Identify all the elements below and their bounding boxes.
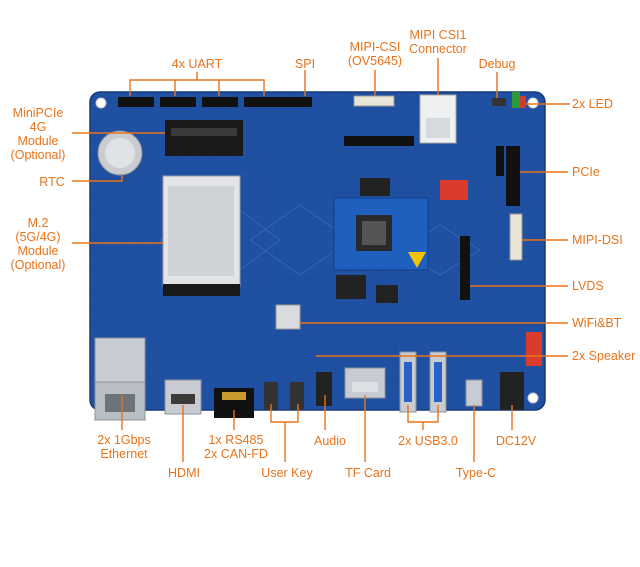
label-user-key: User Key: [261, 466, 313, 480]
type-c-port: [465, 379, 483, 407]
som-module: [333, 197, 429, 271]
label-led: 2x LED: [572, 97, 613, 111]
label-wifi-bt: WiFi&BT: [572, 316, 622, 330]
dc-jack: [500, 372, 524, 410]
chip: [376, 285, 398, 303]
label-m2: M.2(5G/4G) Module(Optional): [10, 216, 66, 272]
dip-switch: [440, 180, 468, 200]
debug-header: [492, 98, 506, 106]
led-pair: [512, 92, 526, 108]
pcb-board: [89, 91, 546, 411]
label-tf-card: TF Card: [345, 466, 391, 480]
lvds-header: [460, 236, 470, 300]
hdmi-port: [164, 379, 202, 415]
label-mipi-dsi: MIPI-DSI: [572, 233, 623, 247]
label-spi: SPI: [294, 57, 316, 71]
wifi-bt-module: [275, 304, 301, 330]
label-dc12v: DC12V: [495, 434, 537, 448]
pcie-slot: [496, 146, 520, 206]
user-key-button: [290, 382, 304, 410]
mipi-dsi-connector: [509, 213, 523, 261]
user-key-button: [264, 382, 278, 410]
mipi-csi1-connector: [419, 94, 457, 144]
label-audio: Audio: [314, 434, 346, 448]
audio-jack: [316, 372, 332, 406]
ethernet-ports: [94, 337, 146, 421]
label-rtc: RTC: [39, 175, 65, 189]
label-pcie: PCIe: [572, 165, 600, 179]
rtc-battery: [97, 130, 143, 176]
minipcie-slot: [165, 120, 243, 156]
label-debug: Debug: [478, 57, 516, 71]
label-mipi-csi: MIPI-CSI(OV5645): [347, 40, 403, 68]
label-type-c: Type-C: [455, 466, 497, 480]
callout-lines: [72, 58, 570, 462]
tf-card-slot: [344, 367, 386, 399]
ram-chip: [360, 178, 390, 196]
gpio-header: [344, 136, 414, 146]
uart-headers: [118, 97, 312, 107]
mipi-csi-connector: [353, 95, 395, 107]
label-lvds: LVDS: [572, 279, 604, 293]
label-uart: 4x UART: [171, 57, 223, 71]
label-speaker: 2x Speaker: [572, 349, 636, 363]
m2-module: [162, 175, 241, 296]
label-usb3: 2x USB3.0: [398, 434, 458, 448]
label-hdmi: HDMI: [168, 466, 200, 480]
speaker-connector: [526, 332, 542, 366]
chip: [336, 275, 366, 299]
